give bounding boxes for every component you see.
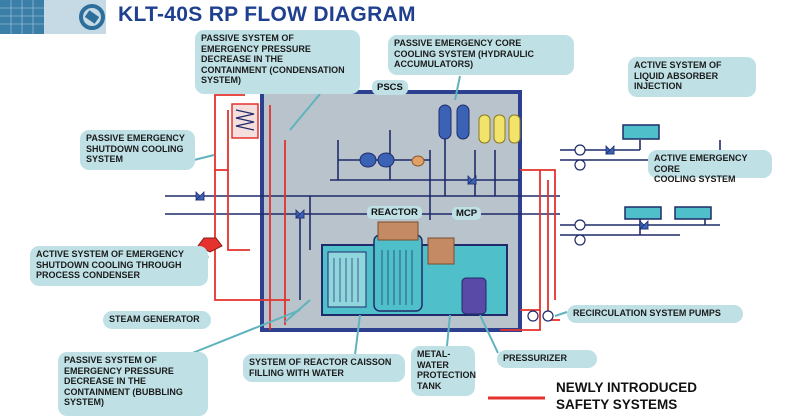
callout-shutdown-cooling: PASSIVE EMERGENCY SHUTDOWN COOLING SYSTE…: [80, 130, 195, 170]
label-pscs: PSCS: [372, 80, 408, 95]
callout-leaders: [184, 75, 568, 357]
pump-icon: [527, 144, 586, 322]
callout-protection-tank: METAL- WATER PROTECTION TANK: [411, 346, 476, 396]
logo-mark: [0, 0, 106, 34]
new-safety-piping: [214, 94, 560, 331]
callout-steam-generator: STEAM GENERATOR: [103, 311, 211, 329]
callout-bubbling-system: PASSIVE SYSTEM OF EMERGENCY PRESSURE DEC…: [58, 352, 208, 416]
callout-pressurizer: PRESSURIZER: [497, 350, 597, 368]
condenser-unit: [231, 103, 259, 139]
callout-recirculation-pumps: RECIRCULATION SYSTEM PUMPS: [567, 305, 743, 323]
callout-caisson-filling: SYSTEM OF REACTOR CAISSON FILLING WITH W…: [243, 354, 405, 382]
tank-icon: [622, 124, 712, 220]
callout-condensation-system: PASSIVE SYSTEM OF EMERGENCY PRESSURE DEC…: [195, 30, 360, 94]
valve-icon: [195, 145, 649, 230]
pscs-unit: [359, 152, 425, 168]
callout-liquid-absorber-injection: ACTIVE SYSTEM OF LIQUID ABSORBER INJECTI…: [628, 57, 756, 97]
reactor-compartment: [321, 221, 508, 316]
label-reactor: REACTOR: [367, 206, 422, 219]
callout-active-core-cooling: ACTIVE EMERGENCY CORE COOLING SYSTEM: [648, 150, 772, 184]
callout-process-condenser: ACTIVE SYSTEM OF EMERGENCY SHUTDOWN COOL…: [30, 246, 208, 286]
legend-label: NEWLY INTRODUCED SAFETY SYSTEMS: [556, 380, 698, 412]
label-mcp: MCP: [452, 207, 482, 220]
callout-passive-core-cooling: PASSIVE EMERGENCY CORE COOLING SYSTEM (H…: [388, 35, 574, 75]
hydraulic-accumulators: [438, 104, 521, 144]
page-title: KLT-40S RP FLOW DIAGRAM: [118, 3, 416, 26]
logo: [0, 0, 106, 34]
